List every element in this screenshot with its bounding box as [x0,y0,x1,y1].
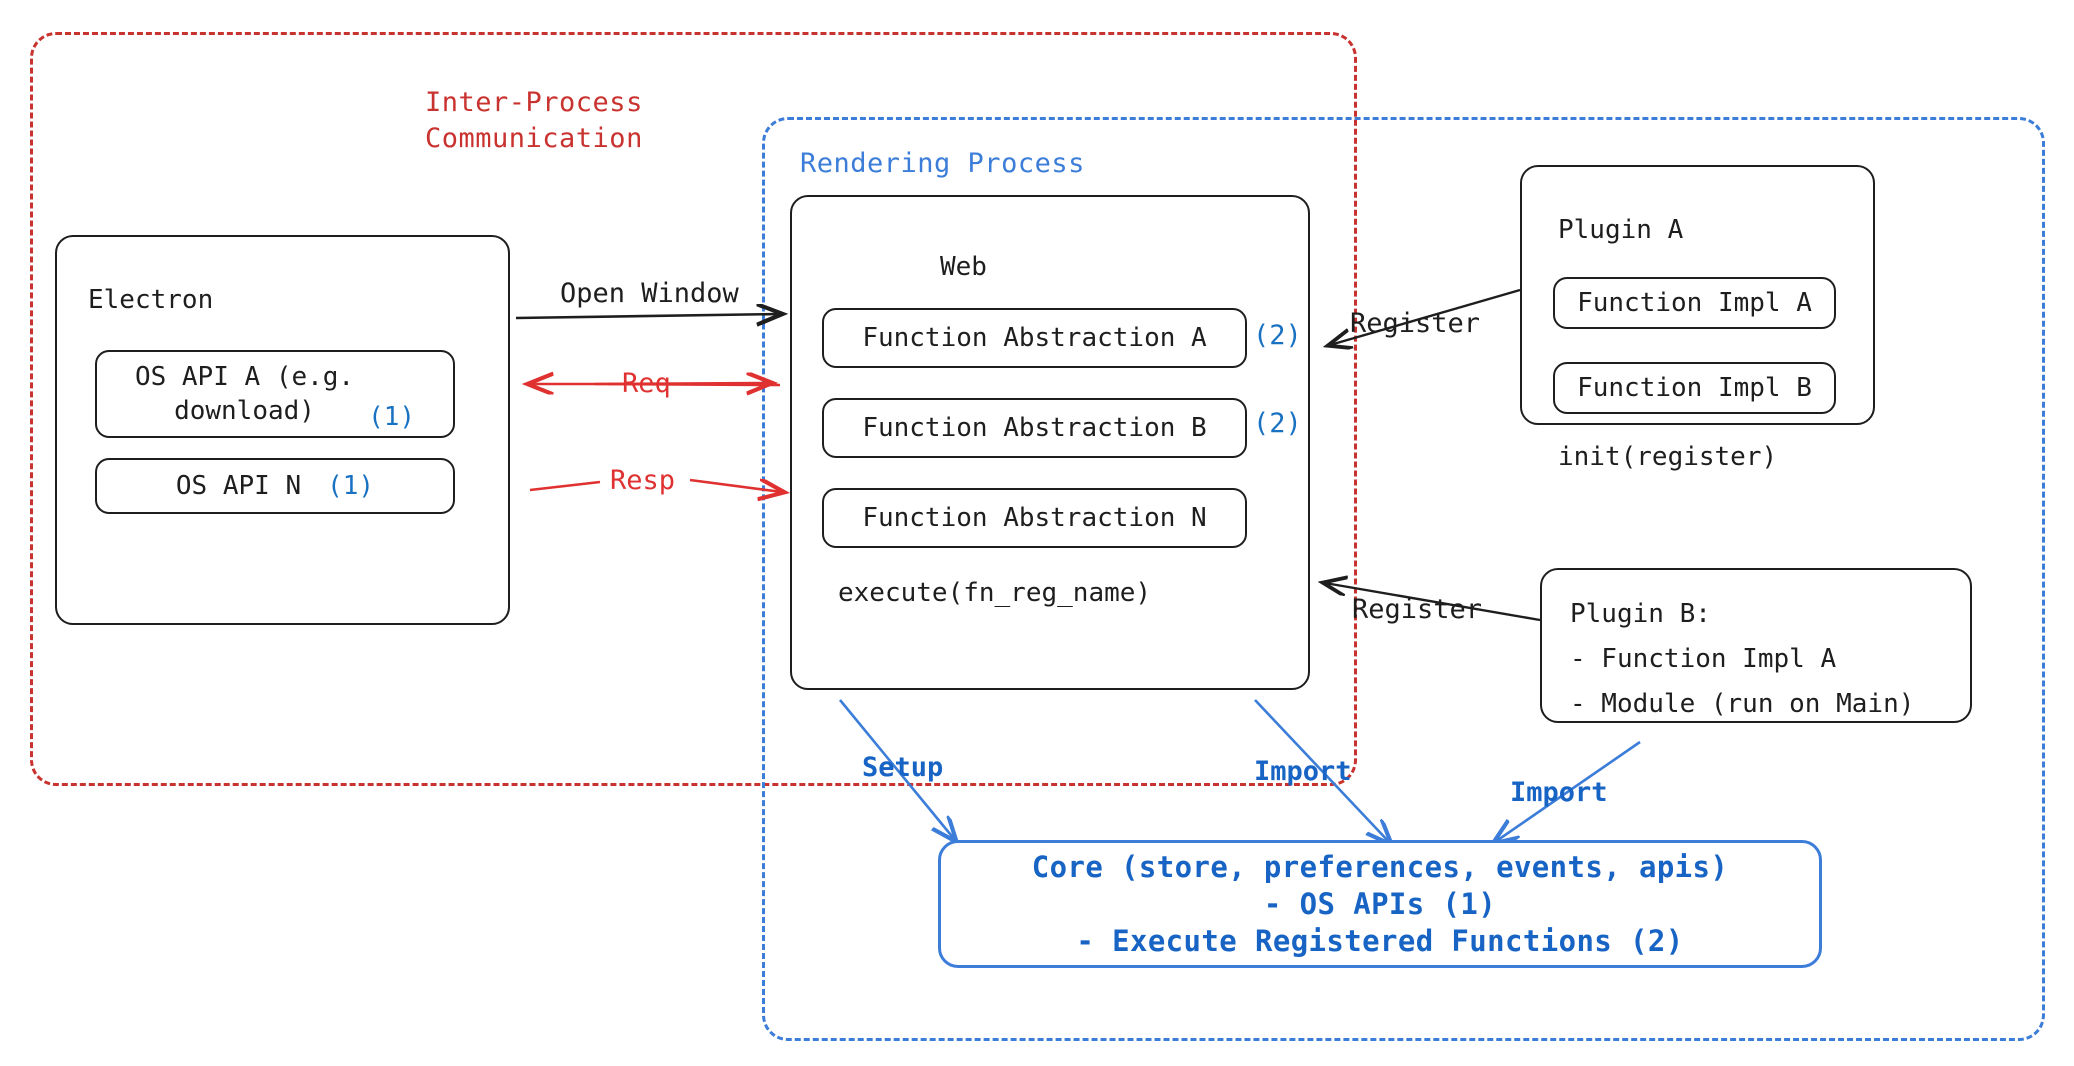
function-abstraction-b-box[interactable]: Function Abstraction B [822,398,1247,458]
function-abstraction-n-label: Function Abstraction N [862,503,1207,533]
os-api-a-tag: (1) [368,402,416,432]
core-text: Core (store, preferences, events, apis) … [1031,849,1729,958]
function-abstraction-b-label: Function Abstraction B [862,413,1207,443]
function-abstraction-b-tag: (2) [1253,408,1302,439]
function-impl-b-label: Function Impl B [1577,373,1812,403]
os-api-a-box[interactable]: OS API A (e.g. download) (1) [95,350,455,438]
plugin-a-title: Plugin A [1558,215,1684,245]
function-abstraction-n-box[interactable]: Function Abstraction N [822,488,1247,548]
function-impl-a-box[interactable]: Function Impl A [1553,277,1836,329]
edge-label-req: Req [622,368,671,399]
group-inter-process-communication [30,32,1357,786]
plugin-b-box [1540,568,1972,723]
edge-label-resp: Resp [610,465,676,496]
os-api-n-label: OS API N [175,471,302,501]
edge-label-register-plugin-b: Register [1352,594,1483,625]
edge-label-setup: Setup [862,752,944,783]
edge-label-register-plugin-a: Register [1350,308,1481,339]
core-box[interactable]: Core (store, preferences, events, apis) … [938,840,1822,968]
edge-label-open-window: Open Window [560,278,739,309]
electron-title: Electron [88,285,214,315]
os-api-a-label: OS API A (e.g. download) [134,362,355,426]
os-api-n-box[interactable]: OS API N (1) [95,458,455,514]
edge-label-import-web: Import [1254,756,1352,787]
web-title: Web [940,252,987,282]
plugin-b-body: Plugin B: - Function Impl A - Module (ru… [1570,599,1915,719]
web-execute-label: execute(fn_reg_name) [838,578,1152,608]
function-abstraction-a-box[interactable]: Function Abstraction A [822,308,1247,368]
function-abstraction-a-label: Function Abstraction A [862,323,1207,353]
group-label-ipc: Inter-Process Communication [425,87,643,154]
group-label-rendering-process: Rendering Process [800,148,1085,179]
group-rendering-process [762,117,2045,1041]
function-impl-a-label: Function Impl A [1577,288,1812,318]
edge-label-import-plugin-b: Import [1510,777,1608,808]
plugin-a-init-label: init(register) [1558,442,1778,472]
function-impl-b-box[interactable]: Function Impl B [1553,362,1836,414]
function-abstraction-a-tag: (2) [1253,320,1302,351]
os-api-n-tag: (1) [327,471,375,501]
